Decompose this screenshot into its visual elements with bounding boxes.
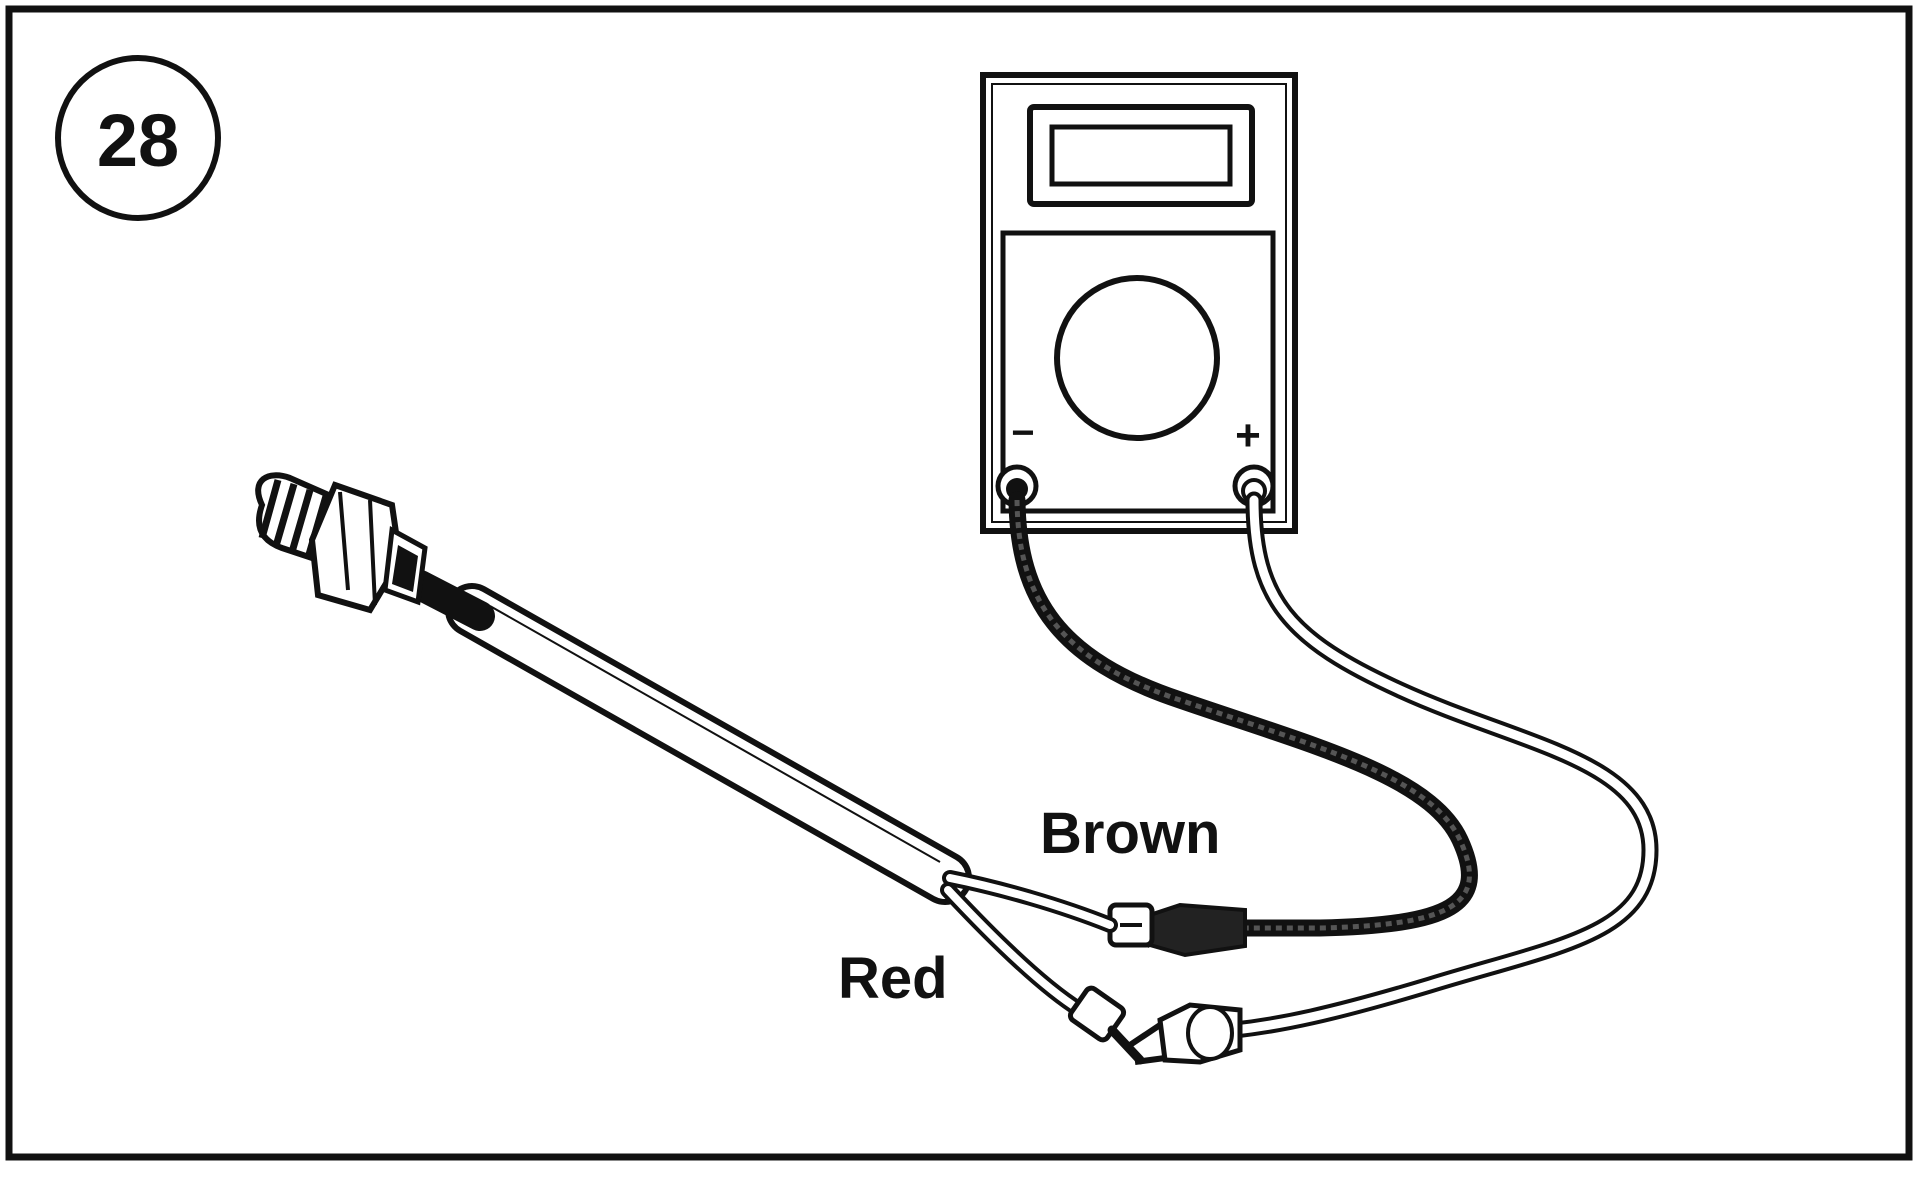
temperature-sensor-icon bbox=[255, 472, 1145, 1065]
positive-test-lead bbox=[1128, 491, 1659, 1065]
positive-clip-grip bbox=[1186, 1005, 1234, 1061]
figure-number-badge: 28 bbox=[55, 55, 221, 221]
sensor-hex-nut bbox=[308, 481, 404, 614]
negative-terminal-mark: − bbox=[1011, 411, 1034, 455]
negative-test-lead bbox=[1008, 491, 1478, 958]
multimeter-icon: − + bbox=[980, 72, 1298, 534]
figure-frame bbox=[5, 5, 1913, 1161]
figure-number: 28 bbox=[97, 99, 179, 182]
cable-sheath-highlight bbox=[489, 605, 941, 863]
sensor-collar-shade bbox=[392, 545, 418, 592]
red-wire-inner bbox=[944, 886, 1084, 1014]
figure-number-circle bbox=[55, 55, 221, 221]
red-wire-label: Red bbox=[838, 946, 948, 1011]
sensor-hex-nut-faces bbox=[338, 491, 377, 606]
brown-wire-label: Brown bbox=[1040, 801, 1220, 866]
sensor-body bbox=[255, 472, 428, 614]
meter-body-inner-edge bbox=[991, 83, 1287, 523]
positive-lead-inner bbox=[1230, 495, 1655, 1035]
positive-terminal-mark: + bbox=[1235, 411, 1261, 460]
sensor-threads bbox=[258, 479, 330, 559]
negative-clip-body bbox=[1148, 902, 1247, 958]
negative-lead-texture bbox=[1014, 499, 1472, 931]
meter-selector-dial bbox=[1054, 275, 1220, 441]
red-wire-spade-tip bbox=[1107, 1025, 1145, 1065]
brown-wire-inner bbox=[946, 874, 1114, 929]
meter-display-screen bbox=[1049, 124, 1233, 187]
cable-sheath-fill bbox=[451, 589, 966, 899]
cable-stub bbox=[405, 570, 495, 631]
